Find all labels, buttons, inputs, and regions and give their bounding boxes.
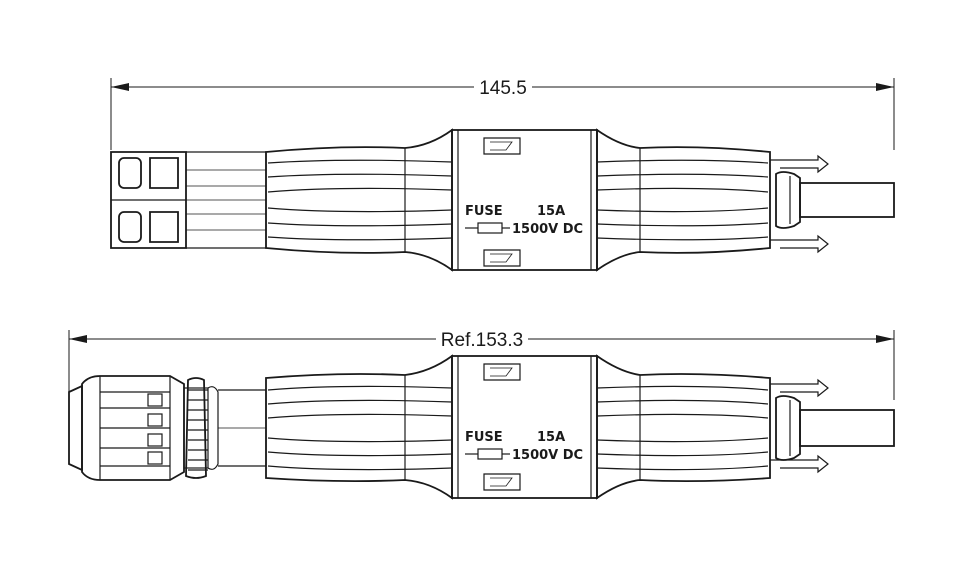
top-fuse-symbol [465, 222, 510, 234]
bottom-dimension-value: Ref.153.3 [441, 330, 523, 351]
top-fuse-label: FUSE [465, 204, 503, 219]
bottom-thread [183, 377, 267, 479]
top-dimension-line: 145.5 [110, 78, 895, 150]
bottom-left-sleeve [265, 354, 453, 500]
bottom-voltage-rating: 1500V DC [512, 448, 583, 463]
top-current-rating: 15A [537, 204, 565, 219]
bottom-current-rating: 15A [537, 430, 565, 445]
bottom-fuse-label: FUSE [465, 430, 503, 445]
top-right-sleeve [596, 128, 771, 272]
bottom-dimension-line: Ref.153.3 [68, 330, 895, 400]
bottom-right-sleeve [596, 354, 771, 500]
bottom-right-cable [770, 378, 895, 474]
bottom-fuse-symbol [465, 448, 510, 460]
bottom-fuse-body: FUSE 15A 1500V DC [451, 355, 598, 499]
top-view: 145.5 [110, 78, 895, 272]
top-dimension-value: 145.5 [479, 78, 527, 99]
bottom-view: Ref.153.3 [68, 330, 895, 500]
top-right-cable [770, 154, 895, 254]
top-fuse-body: FUSE 15A 1500V DC [451, 129, 598, 271]
top-voltage-rating: 1500V DC [512, 222, 583, 237]
bottom-left-nut [68, 375, 185, 481]
top-left-plug [110, 151, 267, 249]
top-left-sleeve [265, 128, 453, 272]
